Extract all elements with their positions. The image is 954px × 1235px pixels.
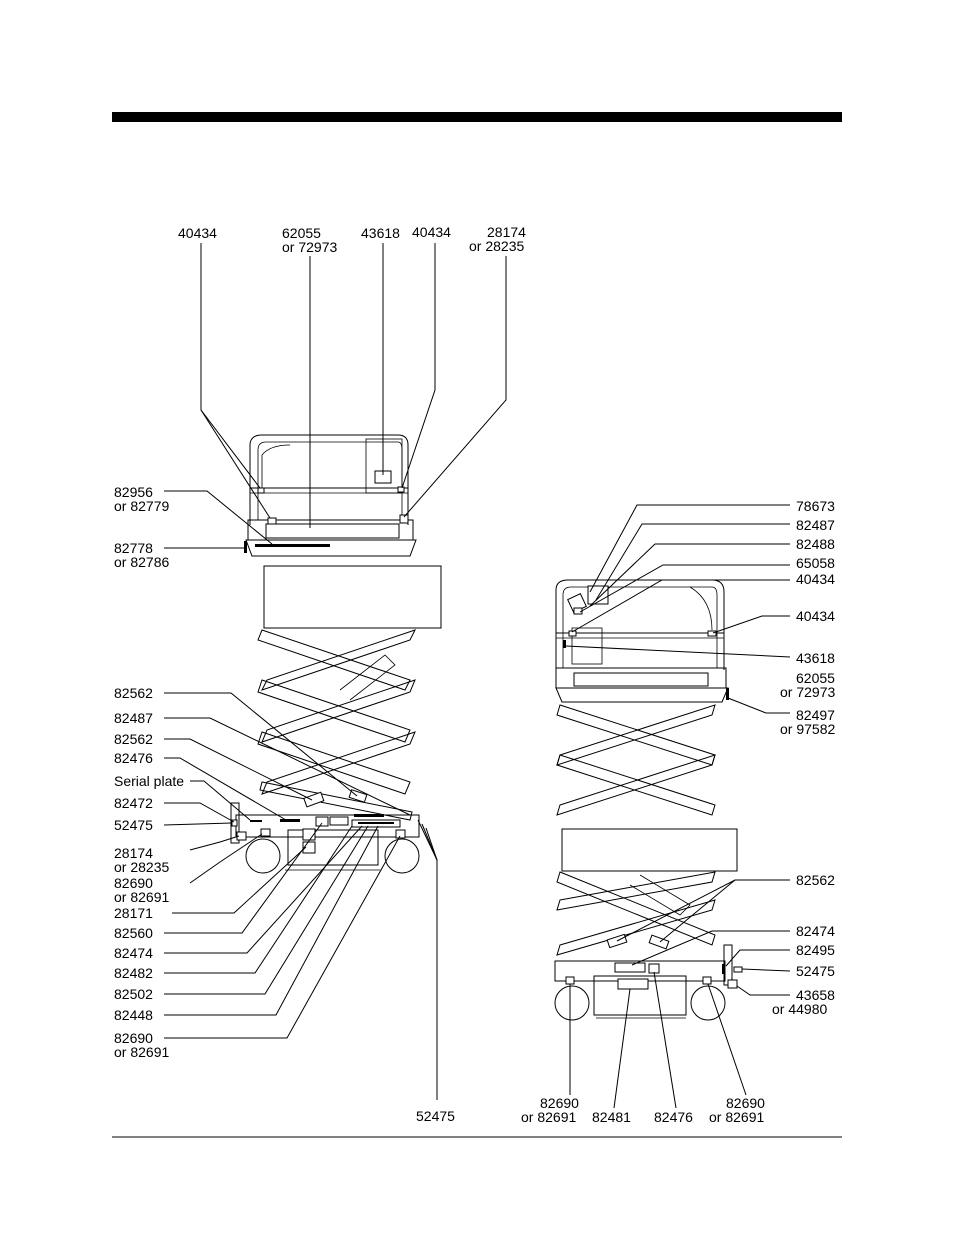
header-rule [112,112,842,122]
label-52475-bottom: 52475 [416,1108,455,1124]
label-82690-right-a: 82690 or 82691 [521,1095,583,1125]
label-40434-right-b: 40434 [796,608,835,624]
label-82482: 82482 [114,965,153,981]
label-52475-left: 52475 [114,817,153,833]
right-leader-lines [565,504,791,1109]
label-82690-b: 82690 or 82691 [114,1030,169,1060]
label-82488: 82488 [796,536,835,552]
label-82562-b: 82562 [114,731,153,747]
label-82487: 82487 [114,710,153,726]
label-82690-a: 82690 or 82691 [114,875,169,905]
label-82690-right-b: 82690 or 82691 [709,1095,769,1125]
label-28174-top: 28174 or 28235 [469,224,530,254]
label-82476-right: 82476 [654,1109,693,1125]
label-82476: 82476 [114,750,153,766]
label-28171: 28171 [114,905,153,921]
label-62055-right: 62055 or 72973 [780,670,839,700]
label-82472: 82472 [114,795,153,811]
label-82487-right: 82487 [796,517,835,533]
right-machine-drawing [554,579,743,1021]
label-82448: 82448 [114,1007,153,1023]
label-52475-right: 52475 [796,963,835,979]
label-82562-right: 82562 [796,872,835,888]
label-82778: 82778 or 82786 [114,540,169,570]
label-82497: 82497 or 97582 [780,707,839,737]
label-40434-top-left: 40434 [178,225,217,241]
label-43658: 43658 or 44980 [772,987,839,1017]
label-78673: 78673 [796,498,835,514]
label-serial-plate: Serial plate [114,773,184,789]
label-82956: 82956 or 82779 [114,484,169,514]
label-82474-left: 82474 [114,945,153,961]
label-65058: 65058 [796,555,835,571]
label-62055-top: 62055 or 72973 [282,225,337,255]
left-machine-drawing [230,434,442,874]
label-40434-top-right: 40434 [412,224,451,240]
label-43618-right: 43618 [796,650,835,666]
label-28174-side: 28174 or 28235 [114,845,169,875]
label-82502: 82502 [114,986,153,1002]
label-82562-a: 82562 [114,685,153,701]
label-82560: 82560 [114,925,153,941]
label-82481: 82481 [592,1109,631,1125]
label-82495: 82495 [796,942,835,958]
left-leader-lines [163,243,507,1100]
label-40434-right-a: 40434 [796,571,835,587]
label-43618-top: 43618 [361,225,400,241]
label-82474-right: 82474 [796,923,835,939]
